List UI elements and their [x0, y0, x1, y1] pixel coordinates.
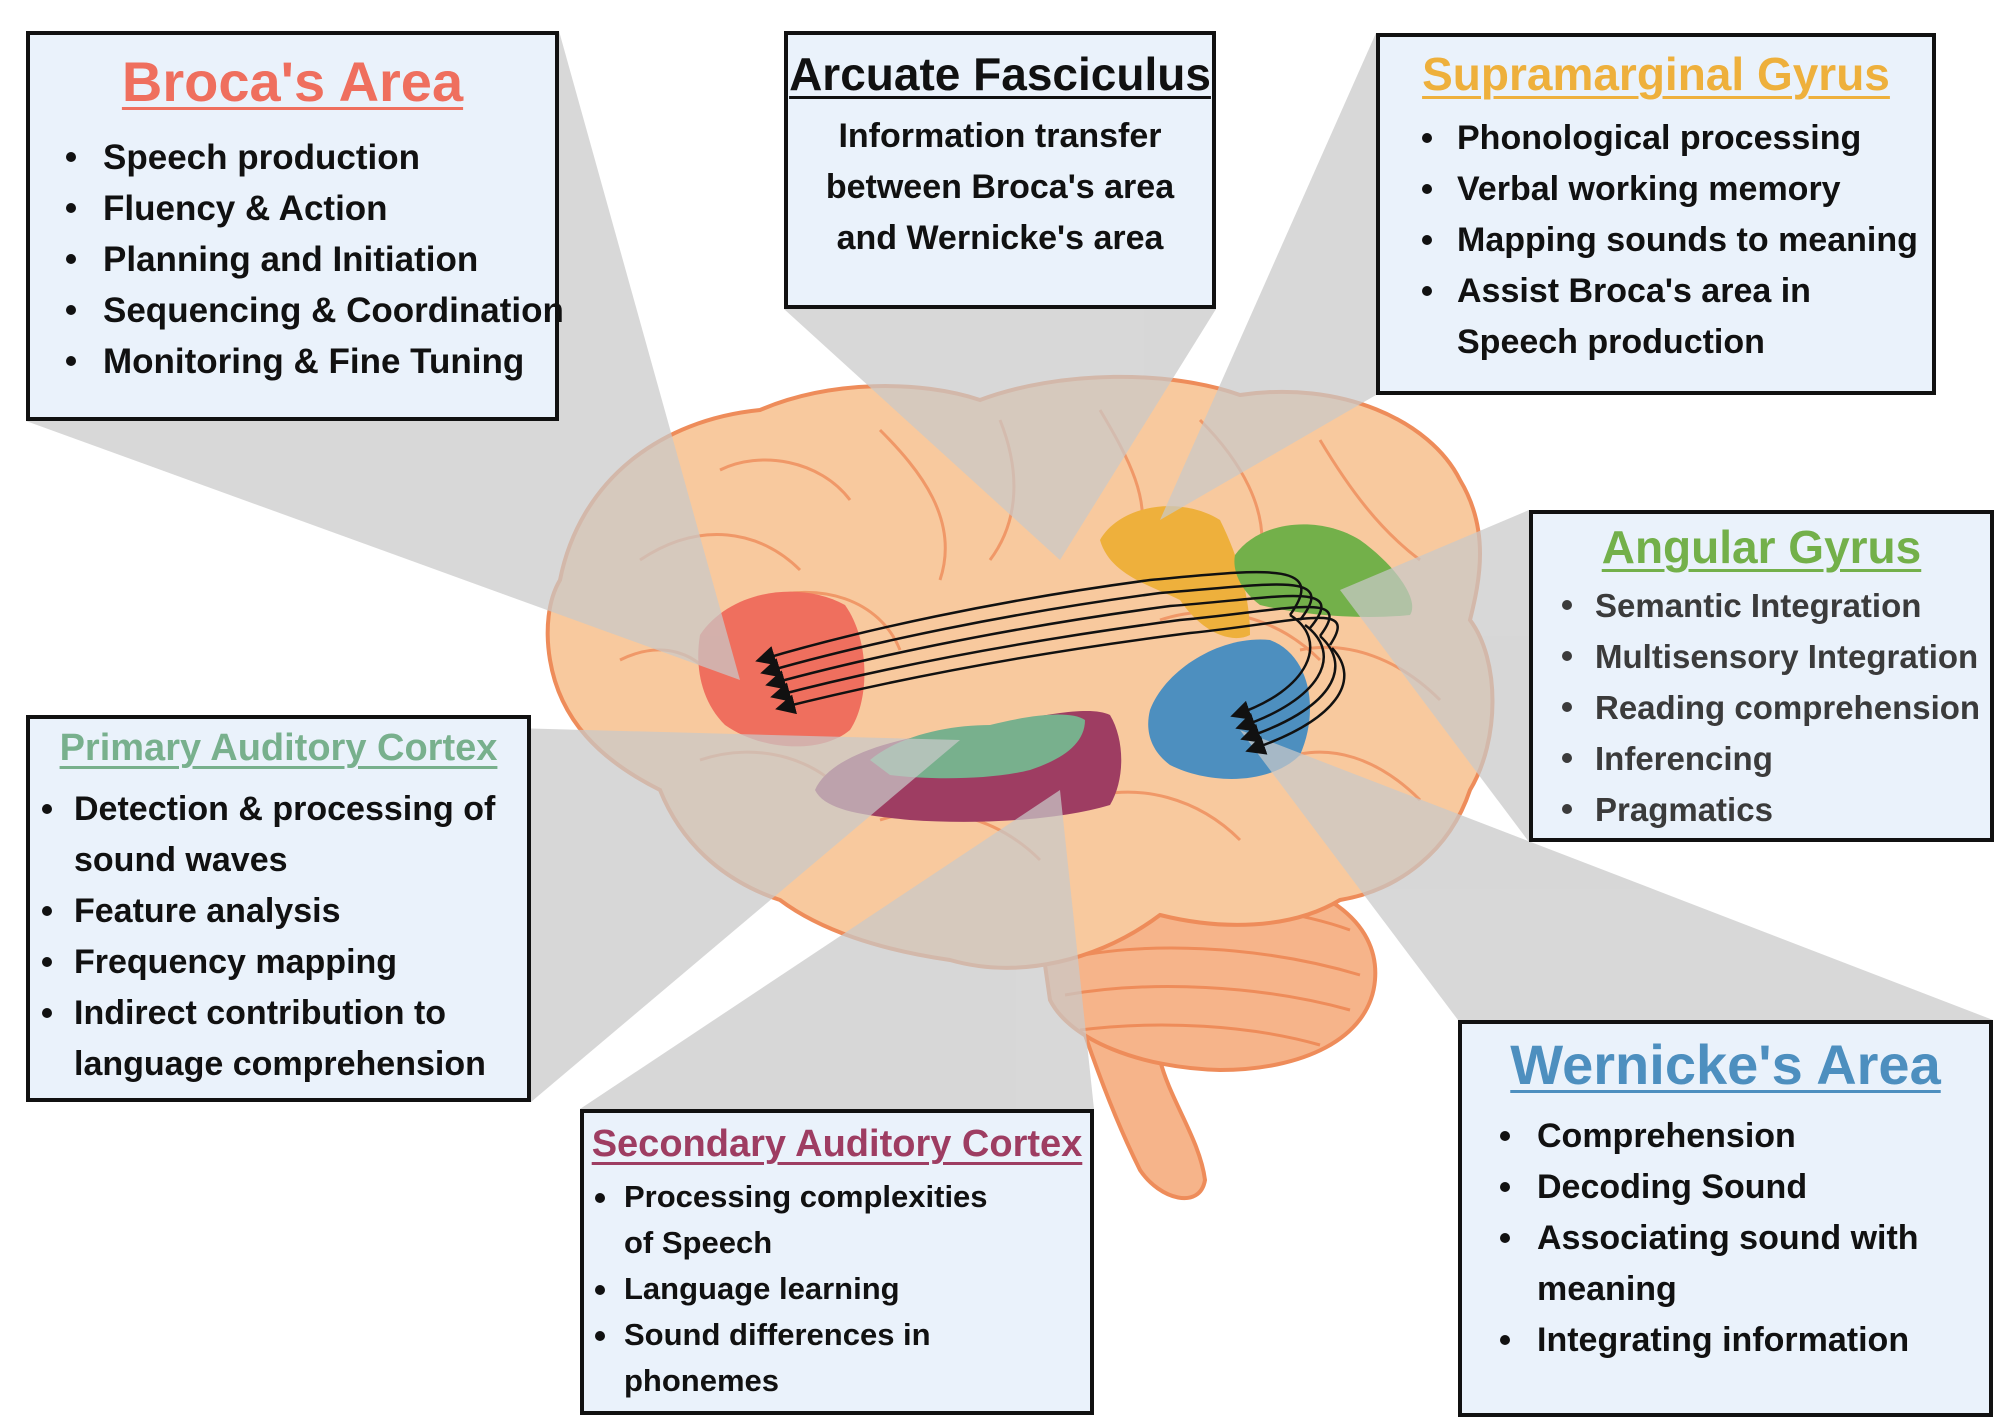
broca-area-box: Broca's Area Speech production Fluency &… — [26, 31, 564, 421]
list-item: Language learning — [584, 1266, 1090, 1312]
arcuate-fasciculus-box: Arcuate Fasciculus Information transfer … — [784, 31, 1216, 309]
list-item: Assist Broca's area in Speech production — [1380, 266, 1857, 368]
list-item: Verbal working memory — [1380, 164, 1932, 215]
list-item: Monitoring & Fine Tuning — [30, 336, 555, 387]
list-item: Comprehension — [1462, 1111, 1989, 1162]
list-item: Pragmatics — [1533, 784, 1990, 835]
list-item: Sound differences in phonemes — [584, 1312, 1090, 1404]
list-item: Feature analysis — [30, 886, 527, 937]
list-item: Sequencing & Coordination — [30, 285, 564, 336]
angular-gyrus-box: Angular Gyrus Semantic Integration Multi… — [1529, 510, 1994, 842]
list-item: Inferencing — [1533, 733, 1990, 784]
arcuate-fasciculus-title: Arcuate Fasciculus — [789, 48, 1211, 100]
callout-wedges — [26, 31, 1993, 1109]
description-line: Information transfer — [838, 117, 1162, 155]
description-line: between Broca's area — [825, 168, 1175, 206]
list-item: Mapping sounds to meaning — [1380, 215, 1932, 266]
broca-area-list: Speech production Fluency & Action Plann… — [30, 132, 564, 387]
list-item: Processing complexities of Speech — [584, 1174, 1024, 1266]
supramarginal-gyrus-title: Supramarginal Gyrus — [1422, 48, 1890, 100]
supramarginal-gyrus-box: Supramarginal Gyrus Phonological process… — [1376, 33, 1936, 395]
primary-auditory-cortex-title: Primary Auditory Cortex — [59, 727, 498, 769]
description-line: and Wernicke's area — [836, 219, 1164, 257]
list-item: Decoding Sound — [1462, 1162, 1989, 1213]
wernicke-area-title: Wernicke's Area — [1510, 1033, 1941, 1096]
supramarginal-gyrus-list: Phonological processing Verbal working m… — [1380, 113, 1932, 368]
supramarginal-region — [1100, 506, 1250, 639]
broca-area-title: Broca's Area — [121, 50, 464, 113]
list-item: Fluency & Action — [30, 183, 555, 234]
list-item: Phonological processing — [1380, 113, 1932, 164]
list-item: Frequency mapping — [30, 937, 527, 988]
wernicke-area-list: Comprehension Decoding Sound Associating… — [1462, 1111, 1989, 1366]
primary-auditory-cortex-list: Detection & processing of sound waves Fe… — [30, 784, 527, 1090]
wernicke-area-box: Wernicke's Area Comprehension Decoding S… — [1458, 1020, 1993, 1417]
angular-gyrus-list: Semantic Integration Multisensory Integr… — [1533, 580, 1990, 835]
list-item: Speech production — [30, 132, 555, 183]
list-item: Integrating information — [1462, 1315, 1989, 1366]
secondary-auditory-cortex-list: Processing complexities of Speech Langua… — [584, 1174, 1090, 1404]
primary-auditory-cortex-box: Primary Auditory Cortex Detection & proc… — [26, 715, 531, 1102]
list-item: Detection & processing of sound waves — [30, 784, 514, 886]
angular-gyrus-title: Angular Gyrus — [1601, 521, 1922, 573]
list-item: Planning and Initiation — [30, 234, 555, 285]
arcuate-fasciculus-description: Information transfer between Broca's are… — [788, 111, 1212, 264]
list-item: Indirect contribution to language compre… — [30, 988, 504, 1090]
list-item: Associating sound with meaning — [1462, 1213, 1927, 1315]
list-item: Semantic Integration — [1533, 580, 1990, 631]
secondary-auditory-cortex-title: Secondary Auditory Cortex — [591, 1123, 1083, 1165]
arcuate-fibres — [755, 570, 1346, 755]
secondary-auditory-cortex-box: Secondary Auditory Cortex Processing com… — [580, 1109, 1094, 1415]
list-item: Reading comprehension — [1533, 682, 1990, 733]
list-item: Multisensory Integration — [1533, 631, 1990, 682]
